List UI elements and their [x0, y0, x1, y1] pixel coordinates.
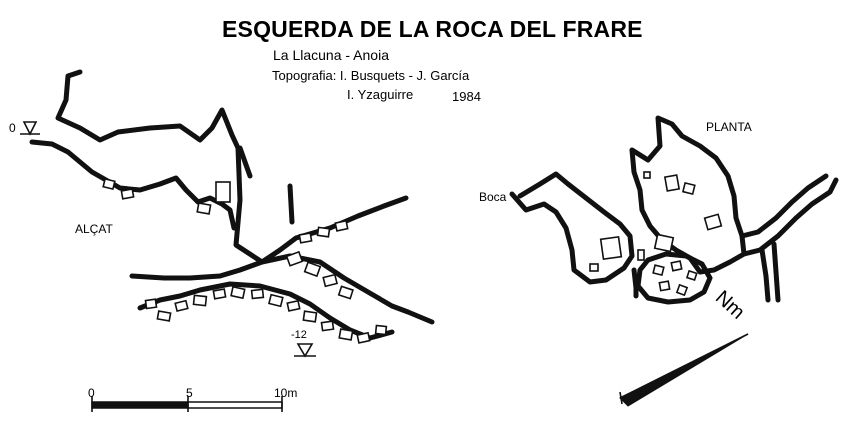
scale-bar — [91, 396, 283, 412]
depth-label-top: 0 — [9, 121, 16, 135]
plan-south-branch — [631, 267, 639, 299]
elevation-section — [20, 69, 435, 358]
elevation-blocks — [102, 177, 388, 344]
survey-year: 1984 — [452, 89, 481, 104]
elevation-lower-passage — [129, 259, 265, 281]
plan-lower-chamber — [635, 251, 713, 305]
topography-credits-second: I. Yzaguirre — [347, 87, 414, 102]
depth-label-bottom: -12 — [291, 329, 307, 341]
north-arrow — [619, 333, 749, 407]
location-text: La Llacuna - Anoia — [273, 47, 389, 63]
scale-label-start: 0 — [88, 386, 95, 400]
depth-marker-top — [20, 121, 40, 136]
elevation-chimney — [237, 145, 295, 225]
scale-label-mid: 5 — [186, 386, 193, 400]
topography-credits: Topografia: I. Busquets - J. García — [272, 68, 470, 83]
plan-blocks — [589, 171, 723, 297]
figure-title: ESQUERDA DE LA ROCA DEL FRARE — [222, 16, 643, 42]
plan-section — [509, 115, 839, 407]
plan-label: PLANTA — [706, 120, 752, 134]
plan-east-branch — [759, 241, 781, 303]
elevation-label: ALÇAT — [75, 222, 113, 236]
elevation-upper-floor — [29, 139, 237, 231]
plan-east-passage — [739, 173, 839, 257]
plan-upper-chamber — [629, 115, 747, 275]
plan-entrance-passage — [509, 171, 635, 285]
scale-label-end: 10m — [274, 386, 298, 400]
depth-marker-bottom — [294, 343, 316, 358]
entrance-label: Boca — [479, 190, 507, 204]
